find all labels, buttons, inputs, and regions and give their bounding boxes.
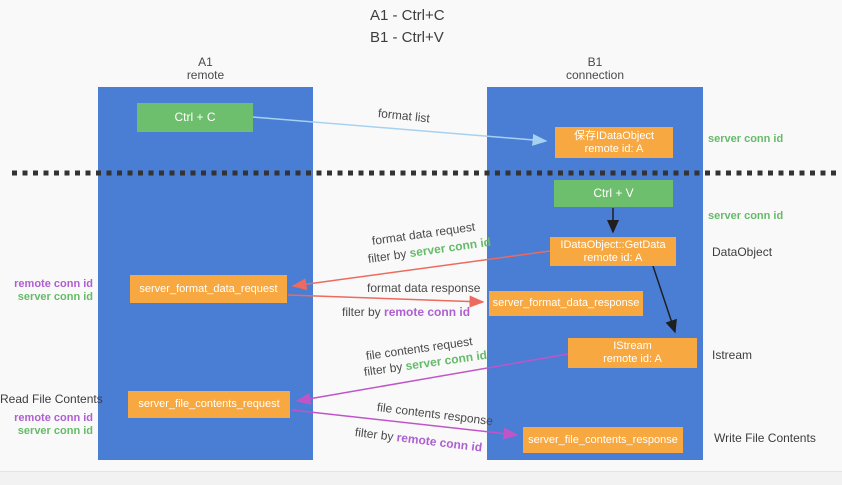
- file-contents-response-label: file contents response: [376, 400, 494, 429]
- server-format-data-request-label: server_format_data_request: [139, 282, 278, 295]
- server-file-contents-request-label: server_file_contents_request: [138, 398, 280, 410]
- dataobject-annotation: DataObject: [712, 245, 773, 259]
- bottom-scroll-area: [0, 471, 842, 485]
- format-data-response-arrow: [287, 294, 485, 308]
- ctrl-c-node: Ctrl + C: [137, 103, 253, 132]
- title-line-2: B1 - Ctrl+V: [370, 29, 444, 46]
- filter-by-text: filter by: [354, 425, 395, 444]
- left-conn-id-stack-bottom: remote conn id server conn id: [0, 412, 93, 438]
- server-format-data-request-node: server_format_data_request: [130, 275, 287, 303]
- filter-by-text: filter by: [342, 305, 381, 319]
- write-file-contents-annotation: Write File Contents: [714, 431, 816, 445]
- istream-annotation: Istream: [712, 348, 753, 362]
- getdata-line2: remote id: A: [583, 251, 643, 264]
- right-server-conn-id-mid: server conn id: [708, 210, 784, 222]
- filter-by-remote-conn-id-label-1: filter by remote conn id: [342, 305, 470, 319]
- getdata-line1: IDataObject::GetData: [560, 238, 666, 251]
- left-server-conn-id-top: server conn id: [17, 291, 93, 303]
- ctrl-c-label: Ctrl + C: [174, 110, 216, 124]
- right-server-conn-id-top: server conn id: [708, 133, 784, 145]
- istream-line2: remote id: A: [603, 353, 662, 365]
- server-format-data-response-label: server_format_data_response: [492, 297, 640, 309]
- column-b1-subtitle: connection: [565, 68, 625, 82]
- left-remote-conn-id-top: remote conn id: [14, 278, 93, 290]
- remote-conn-id-text: remote conn id: [384, 305, 471, 319]
- left-server-conn-id-bottom: server conn id: [17, 425, 93, 437]
- remote-conn-id-text: remote conn id: [395, 430, 483, 455]
- save-idataobject-line2: remote id: A: [584, 142, 644, 155]
- save-idataobject-line1: 保存IDataObject: [573, 129, 655, 142]
- filter-by-text: filter by: [367, 246, 408, 266]
- diagram-title: A1 - Ctrl+C B1 - Ctrl+V: [370, 5, 445, 49]
- left-remote-conn-id-bottom: remote conn id: [14, 412, 93, 424]
- getdata-node: IDataObject::GetData remote id: A: [550, 237, 676, 266]
- ctrl-v-node: Ctrl + V: [554, 180, 673, 207]
- column-b1-name: B1: [587, 55, 603, 69]
- filter-by-remote-conn-id-label-2: filter by remote conn id: [354, 425, 483, 455]
- left-conn-id-stack-top: remote conn id server conn id: [0, 278, 93, 304]
- title-line-1: A1 - Ctrl+C: [370, 7, 445, 24]
- server-file-contents-response-node: server_file_contents_response: [523, 427, 683, 453]
- server-format-data-response-node: server_format_data_response: [489, 291, 643, 316]
- format-list-label: format list: [377, 106, 431, 126]
- istream-node: IStream remote id: A: [568, 338, 697, 368]
- server-file-contents-request-node: server_file_contents_request: [128, 391, 290, 418]
- column-a1-subtitle: remote: [186, 68, 225, 82]
- server-file-contents-response-label: server_file_contents_response: [528, 433, 678, 446]
- column-a1-name: A1: [198, 55, 213, 69]
- column-header-a1: A1 remote: [98, 56, 313, 82]
- format-data-response-label: format data response: [367, 281, 481, 295]
- ctrl-v-label: Ctrl + V: [593, 186, 634, 200]
- save-idataobject-node: 保存IDataObject remote id: A: [555, 127, 673, 158]
- istream-line1: IStream: [613, 340, 652, 352]
- column-header-b1: B1 connection: [487, 56, 703, 82]
- read-file-contents-annotation: Read File Contents: [0, 392, 103, 406]
